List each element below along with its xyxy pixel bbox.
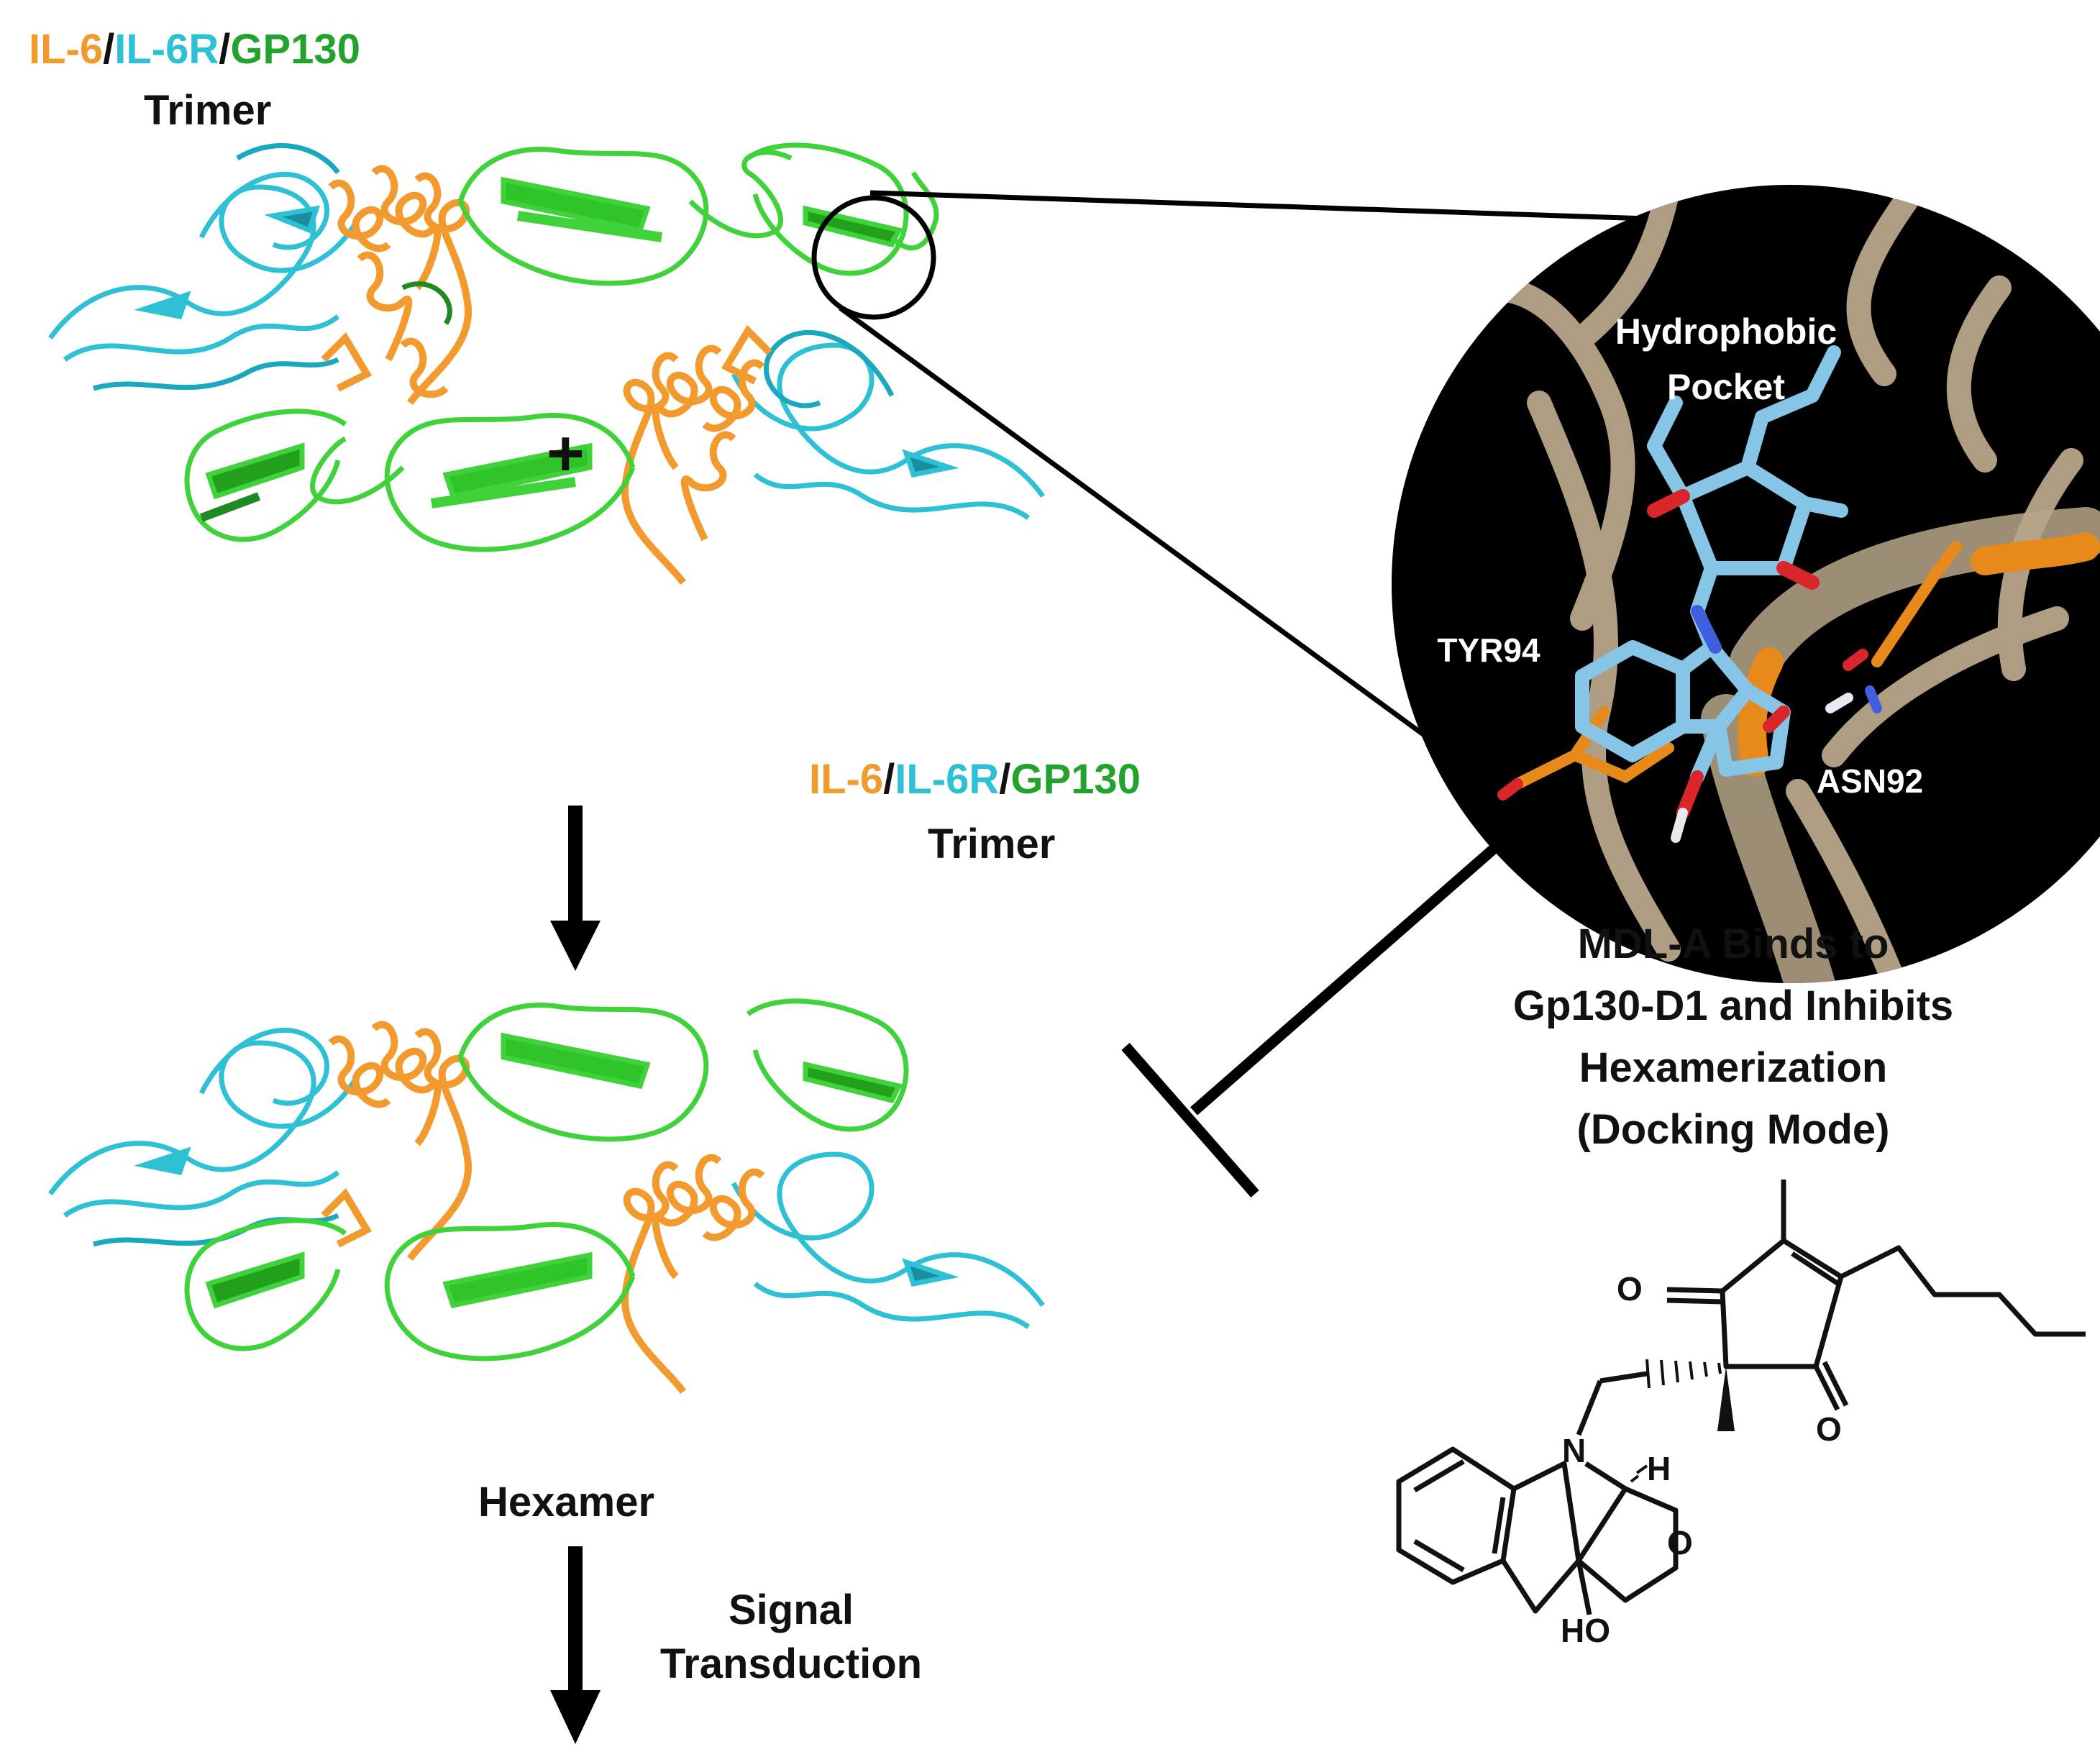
plus-sign: + [547, 418, 585, 490]
zoom-line-upper [869, 190, 1734, 224]
mdl-caption-line3: Hexamerization [1579, 1044, 1888, 1091]
inset-asn92-label: ASN92 [1817, 762, 1923, 800]
hexamer-top-half [48, 998, 909, 1261]
middle-trimer [184, 324, 1045, 585]
legend-mid-il6: IL-6 [809, 756, 884, 803]
arrow-signal-transduction [550, 1546, 601, 1744]
middle-trimer-il6 [621, 324, 772, 585]
middle-trimer-gp130 [184, 409, 636, 552]
atom-h: H [1647, 1450, 1671, 1487]
legend-top-sep1: / [103, 26, 115, 73]
signal-line1: Signal [728, 1587, 854, 1633]
inset-tyr94-label: TYR94 [1437, 631, 1540, 669]
legend-top: IL-6/IL-6R/GP130 [29, 25, 360, 73]
atom-ho: HO [1561, 1612, 1610, 1649]
docking-inset: Hydrophobic Pocket TYR94 ASN92 [1392, 185, 2100, 983]
middle-trimer-il6r [731, 329, 1045, 520]
signal-line2: Transduction [659, 1641, 923, 1687]
legend-top-gp130: GP130 [230, 26, 360, 73]
atom-o-left: O [1617, 1270, 1643, 1308]
legend-top-il6r: IL-6R [114, 26, 219, 73]
legend-mid-trimer: Trimer [928, 821, 1056, 867]
top-trimer [48, 142, 939, 406]
inhibition-bar [1121, 830, 1514, 1197]
legend-top-sep2: / [219, 26, 231, 73]
ligand-sticks [1575, 345, 1848, 784]
zoom-line-lower [838, 306, 1498, 790]
hexamer-bottom-half [184, 1151, 1045, 1395]
hexamer-label: Hexamer [478, 1479, 655, 1525]
top-trimer-gp130 [401, 142, 939, 325]
mdl-caption-line2: Gp130-D1 and Inhibits [1512, 982, 1954, 1029]
legend-top-trimer: Trimer [144, 87, 272, 134]
legend-mid-sep2: / [999, 756, 1011, 803]
zoom-circle [811, 195, 936, 320]
arrow-trimer-to-hexamer [550, 806, 601, 971]
legend-top-il6: IL-6 [29, 26, 104, 73]
legend-mid-il6r: IL-6R [895, 756, 1000, 803]
top-trimer-il6r [48, 143, 362, 391]
mdl-caption-line4: (Docking Mode) [1576, 1106, 1890, 1153]
legend-mid-sep1: / [883, 756, 895, 803]
inset-pocket-line1: Hydrophobic [1615, 311, 1837, 352]
atom-o-right: O [1816, 1410, 1842, 1448]
signal-transduction-label: Signal Transduction [640, 1586, 942, 1688]
mdl-caption: MDL-A Binds to Gp130-D1 and Inhibits Hex… [1395, 913, 2071, 1161]
atom-o-furan: O [1667, 1524, 1693, 1561]
legend-mid: IL-6/IL-6R/GP130 [809, 755, 1141, 803]
top-trimer-il6 [321, 165, 472, 406]
mdl-caption-line1: MDL-A Binds to [1577, 921, 1889, 967]
atom-n: N [1562, 1432, 1587, 1469]
mdl-a-structure [1396, 1180, 2086, 1615]
legend-mid-gp130: GP130 [1010, 756, 1141, 803]
inset-pocket-line2: Pocket [1667, 367, 1785, 407]
